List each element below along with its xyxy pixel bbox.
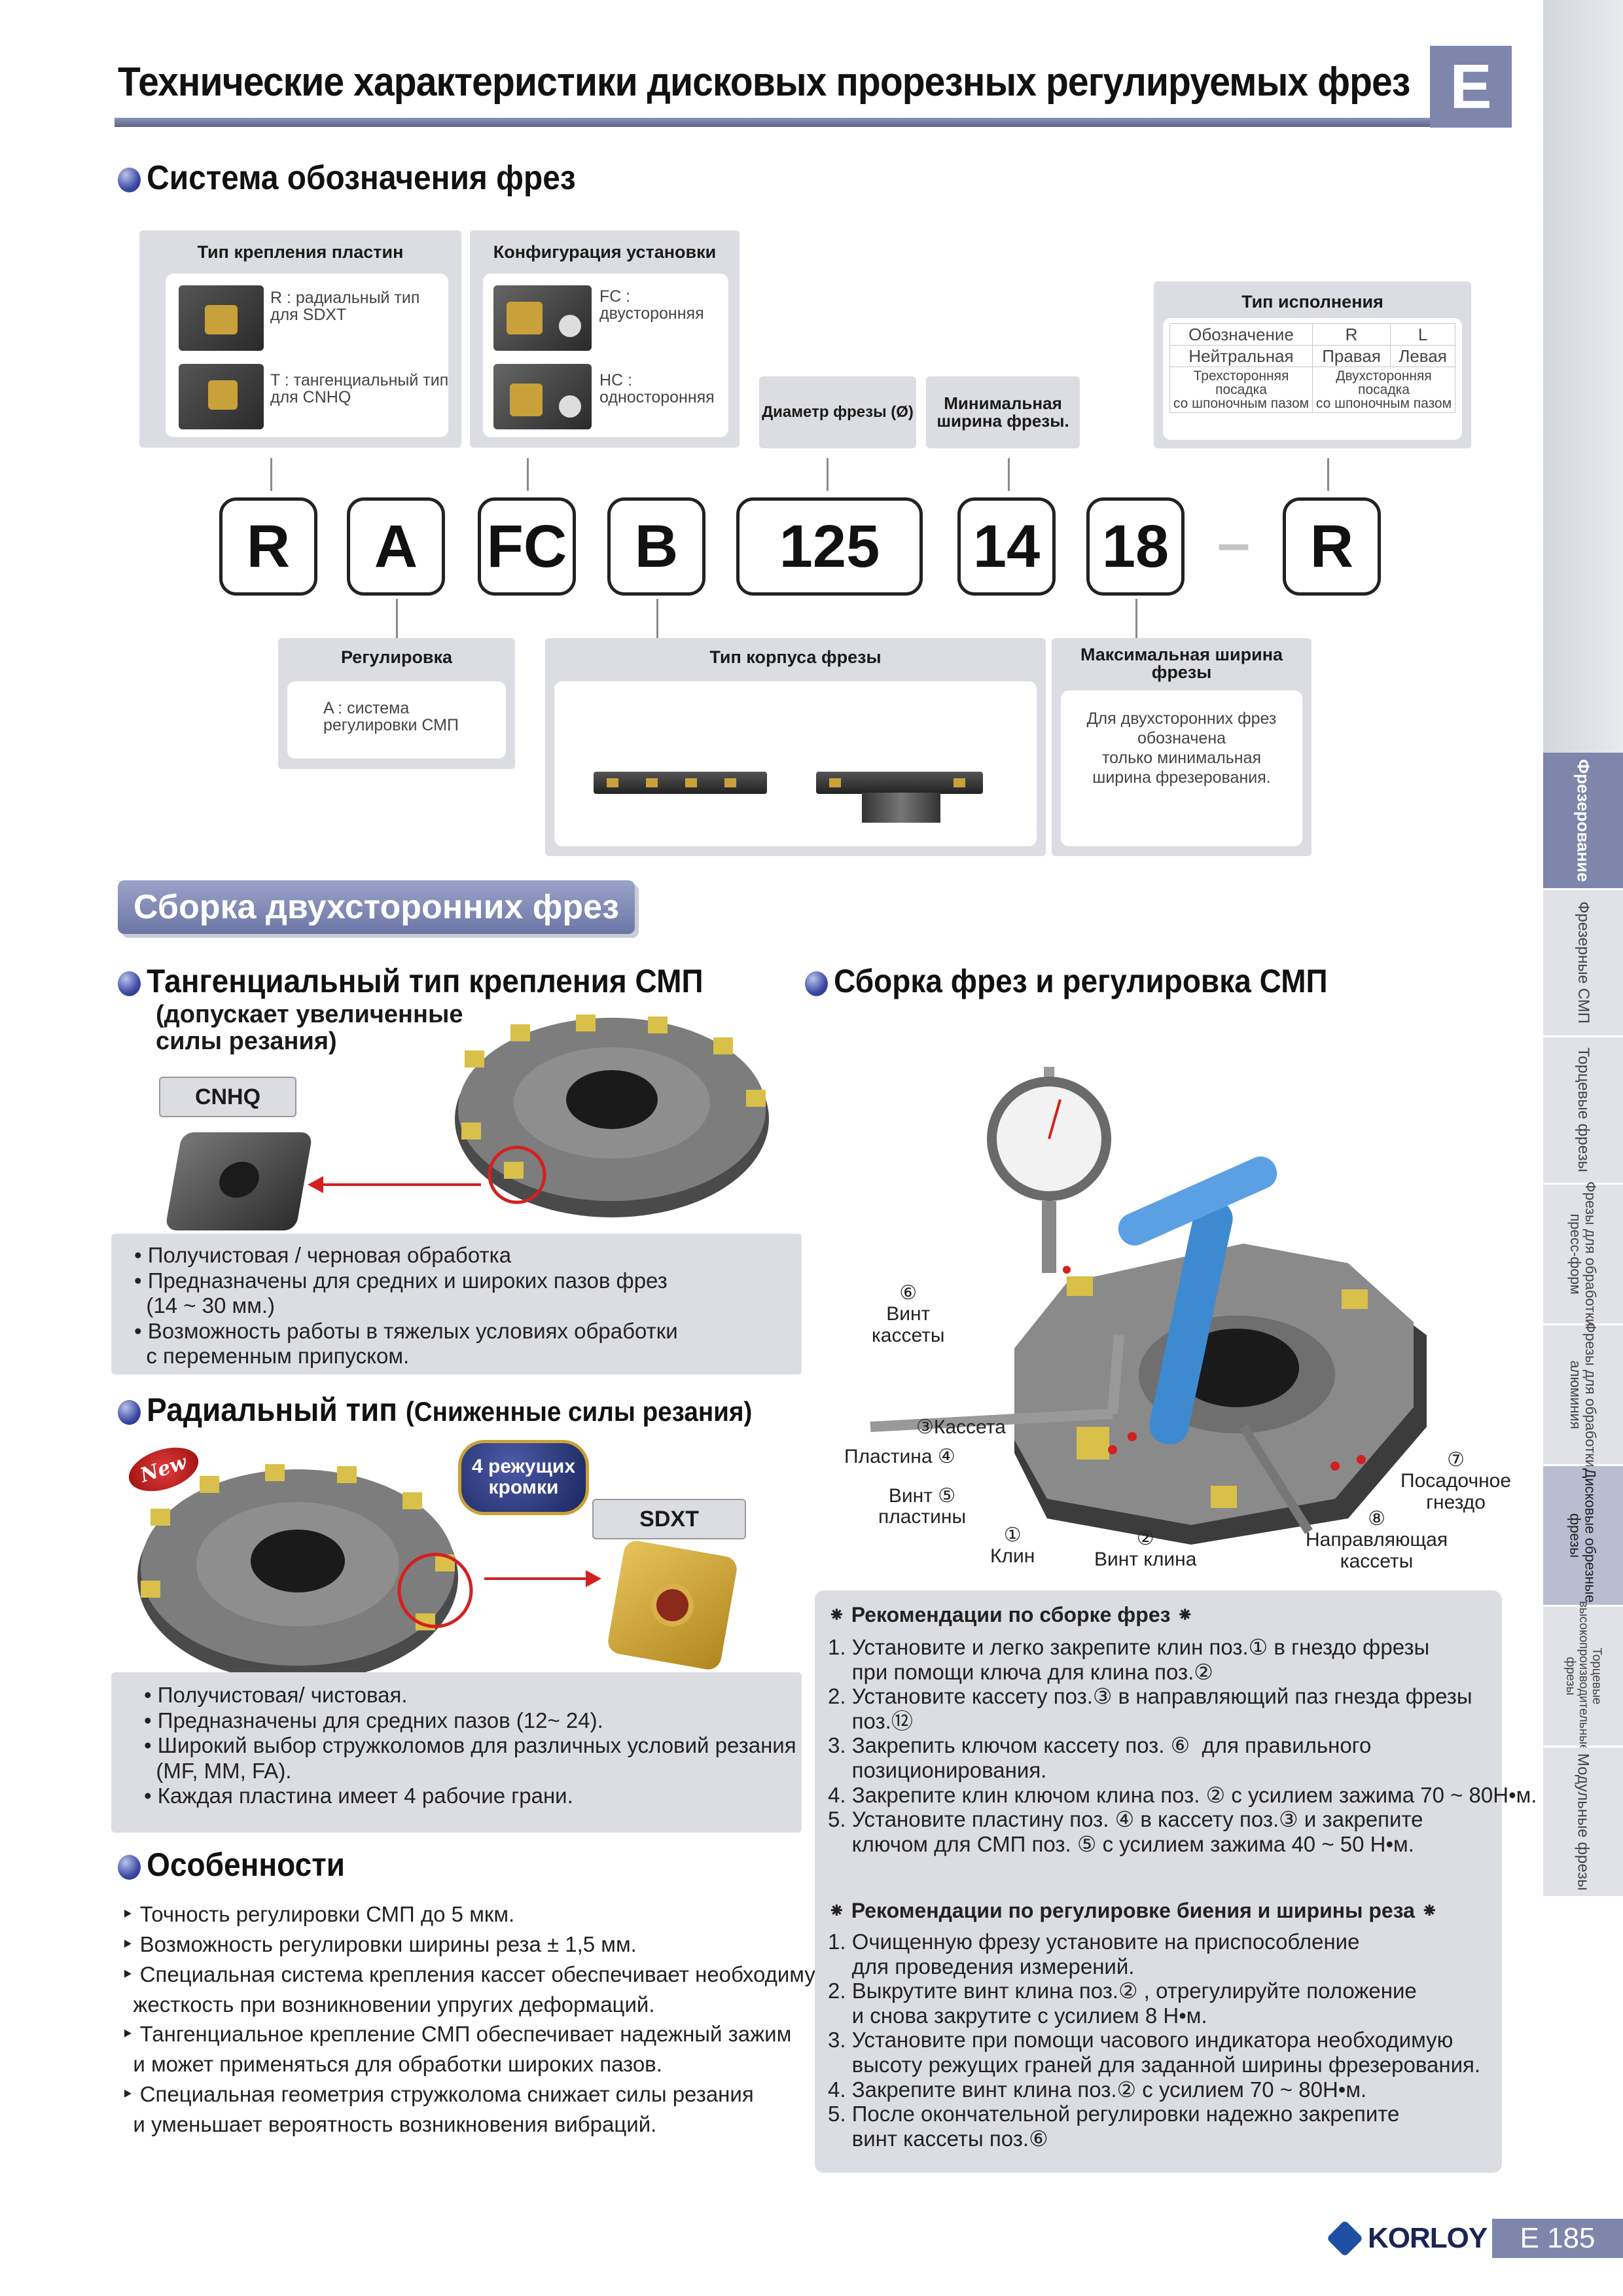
tangential-cutter-image: [455, 1014, 769, 1217]
code-min-width: 14: [957, 497, 1056, 596]
body-type-hub-image: [816, 772, 983, 794]
side-tab-rail: [1543, 0, 1623, 753]
sdxt-label: SDXT: [592, 1499, 746, 1539]
cnhq-insert-image: [164, 1132, 313, 1230]
label-seat: ⑦ Посадочное гнездо: [1400, 1449, 1512, 1513]
min-width-label: Минимальная ширина фрезы.: [926, 376, 1080, 448]
configuration-box: Конфигурация установки FC : двусторонняя…: [470, 230, 740, 448]
label-insert-screw: Винт ⑤ пластины: [878, 1485, 967, 1528]
bullet-dot-icon: [118, 168, 141, 193]
label-wedge-screw: ② Винт клина: [1094, 1528, 1197, 1571]
cnhq-label: CNHQ: [159, 1077, 296, 1117]
tab-modular-mills[interactable]: Модульные фрезы: [1543, 1748, 1623, 1898]
max-width-box: Максимальная ширина фрезы Для двухсторон…: [1052, 638, 1311, 856]
tangential-type-text: T : тангенциальный тип для CNHQ: [270, 371, 449, 407]
label-wedge: ① Клин: [990, 1524, 1035, 1568]
tab-disc-slot-mills[interactable]: Дисковые обрезные фрезы: [1543, 1466, 1623, 1607]
code-body-type: B: [607, 497, 705, 596]
code-configuration: FC: [478, 497, 576, 596]
body-type-narrow-image: [594, 772, 767, 794]
korloy-logo-icon: [1326, 2219, 1364, 2257]
bullet-dot-icon: [118, 971, 141, 996]
tab-milling-inserts[interactable]: Фрезерные СМП: [1543, 890, 1623, 1037]
code-dash: –: [1217, 511, 1251, 576]
adjust-recommendations-title: ⁕ Рекомендации по регулировке биения и ш…: [828, 1899, 1438, 1922]
label-cassette-screw: ⑥ Винт кассеты: [872, 1282, 945, 1346]
diameter-label: Диаметр фрезы (Ø): [759, 376, 916, 448]
code-max-width: 18: [1086, 497, 1185, 596]
adjustment-box: Регулировка A : система регулировки СМП: [278, 638, 515, 769]
tangential-heading: Тангенциальный тип крепления СМП: [118, 962, 704, 1000]
assembly-pill: Сборка двухсторонних фрез: [118, 880, 635, 934]
bullet-dot-icon: [805, 971, 828, 996]
features-heading: Особенности: [118, 1846, 345, 1884]
arrow-line: [317, 1183, 481, 1186]
double-sided-image: [493, 285, 592, 351]
section-badge: E: [1430, 46, 1512, 128]
title-rule: [115, 118, 1512, 127]
designation-heading: Система обозначения фрез: [118, 158, 576, 198]
code-clamping-type: R: [219, 497, 317, 596]
label-cassette: ③Кассета: [916, 1416, 1006, 1438]
radial-heading: Радиальный тип (Сниженные силы резания): [118, 1391, 752, 1429]
tangential-bullets: • Получистовая / черновая обработка • Пр…: [111, 1234, 802, 1374]
tab-milling[interactable]: Фрезерование: [1543, 753, 1623, 890]
four-edges-badge: 4 режущих кромки: [458, 1440, 589, 1515]
recommendations-box: ⁕ Рекомендации по сборке фрез ⁕ 1. Устан…: [815, 1590, 1537, 2173]
fc-text: FC : двусторонняя: [599, 287, 704, 323]
page-number: E 185: [1492, 2219, 1623, 2258]
radial-insert-image: [179, 285, 264, 351]
tangential-subheading: (допускает увеличенные силы резания): [156, 1001, 463, 1056]
body-type-box: Тип корпуса фрезы: [545, 638, 1046, 856]
body-type-hub: [862, 793, 940, 823]
radial-bullets: • Получистовая/ чистовая. • Предназначен…: [111, 1672, 802, 1833]
bullet-dot-icon: [118, 1854, 141, 1880]
code-version: R: [1283, 497, 1381, 596]
adjust-steps: 1. Очищенную фрезу установите на приспос…: [828, 1929, 1481, 2151]
arrow-line: [484, 1577, 589, 1580]
side-tabs: Фрезерование Фрезерные СМП Торцевые фрез…: [1543, 753, 1623, 1898]
arrow-right-icon: [586, 1570, 601, 1587]
assembly-steps: 1. Установите и легко закрепите клин поз…: [828, 1635, 1537, 1856]
tab-aluminium-mills[interactable]: Фрезы для обработки алюминия: [1543, 1322, 1623, 1467]
assembly-diagram-image: [870, 1067, 1427, 1545]
tab-die-mould-mills[interactable]: Фрезы для обработки пресс-форм: [1543, 1181, 1623, 1327]
brand-name: KORLOY: [1368, 2222, 1488, 2254]
tangential-insert-image: [179, 364, 264, 429]
hc-text: HC : односторонняя: [599, 371, 715, 407]
radial-type-text: R : радиальный тип для SDXT: [270, 289, 420, 325]
code-diameter: 125: [736, 497, 923, 596]
single-sided-image: [493, 364, 592, 429]
code-adjustment: A: [347, 497, 445, 596]
label-cassette-guide: ⑧ Направляющая кассеты: [1306, 1508, 1448, 1572]
assembly-heading: Сборка фрез и регулировка СМП: [805, 962, 1328, 1000]
arrow-left-icon: [308, 1176, 323, 1193]
sdxt-insert-image: [606, 1539, 739, 1672]
bullet-dot-icon: [118, 1399, 141, 1425]
assembly-recommendations-title: ⁕ Рекомендации по сборке фрез ⁕: [828, 1603, 1194, 1626]
tab-high-feed-mills[interactable]: Торцевые высокопроизводительные фрезы: [1543, 1601, 1623, 1751]
features-list: ‣ Точность регулировки СМП до 5 мкм. ‣ В…: [121, 1902, 832, 2137]
insert-clamping-box: Тип крепления пластин R : радиальный тип…: [139, 230, 461, 448]
label-insert: Пластина ④: [844, 1446, 955, 1467]
radial-cutter-image: [137, 1464, 473, 1682]
tab-face-mills[interactable]: Торцевые фрезы: [1543, 1037, 1623, 1185]
page-title: Технические характеристики дисковых прор…: [118, 60, 1410, 105]
